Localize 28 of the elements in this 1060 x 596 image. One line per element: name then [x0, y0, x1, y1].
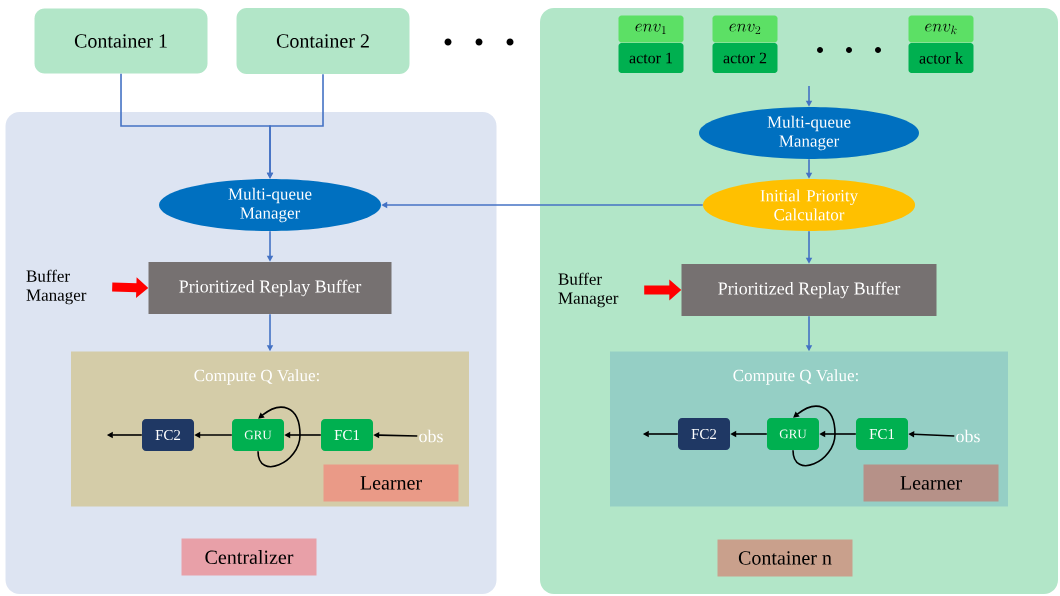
- layer-box: FC2: [678, 418, 730, 450]
- layer-box: GRU: [232, 419, 284, 451]
- env-box: $env_2$: [712, 15, 778, 43]
- layer-box: FC2: [142, 419, 194, 451]
- tag-box: Centralizer: [181, 538, 317, 576]
- env-box: $env_k$: [908, 15, 974, 43]
- env-box: $env_1$: [618, 15, 684, 43]
- actor-box: actor 2: [712, 43, 778, 73]
- input-label: obs: [419, 429, 443, 443]
- actor-box: actor 1: [618, 43, 684, 73]
- buffer-box: Prioritized Replay Buffer: [681, 264, 937, 316]
- container-box: Container 1: [34, 8, 208, 74]
- arrow: [257, 406, 301, 468]
- tag-box: Learner: [863, 464, 999, 502]
- layer-box: GRU: [767, 418, 819, 450]
- buffer-manager-label: Buffer Manager: [26, 269, 87, 305]
- layer-box: FC1: [321, 419, 373, 451]
- buffer-manager-label: Buffer Manager: [558, 272, 619, 308]
- buffer-box: Prioritized Replay Buffer: [148, 262, 392, 314]
- tag-box: Container n: [717, 539, 853, 577]
- container-box: Container 2: [236, 8, 410, 74]
- arrow: [792, 405, 836, 467]
- tag-box: Learner: [323, 464, 459, 502]
- panel-heading: Compute Q Value:: [194, 369, 319, 385]
- input-label: obs: [956, 429, 980, 443]
- actor-box: actor k: [908, 43, 974, 73]
- layer-box: FC1: [856, 418, 908, 450]
- panel-heading: Compute Q Value:: [733, 369, 858, 385]
